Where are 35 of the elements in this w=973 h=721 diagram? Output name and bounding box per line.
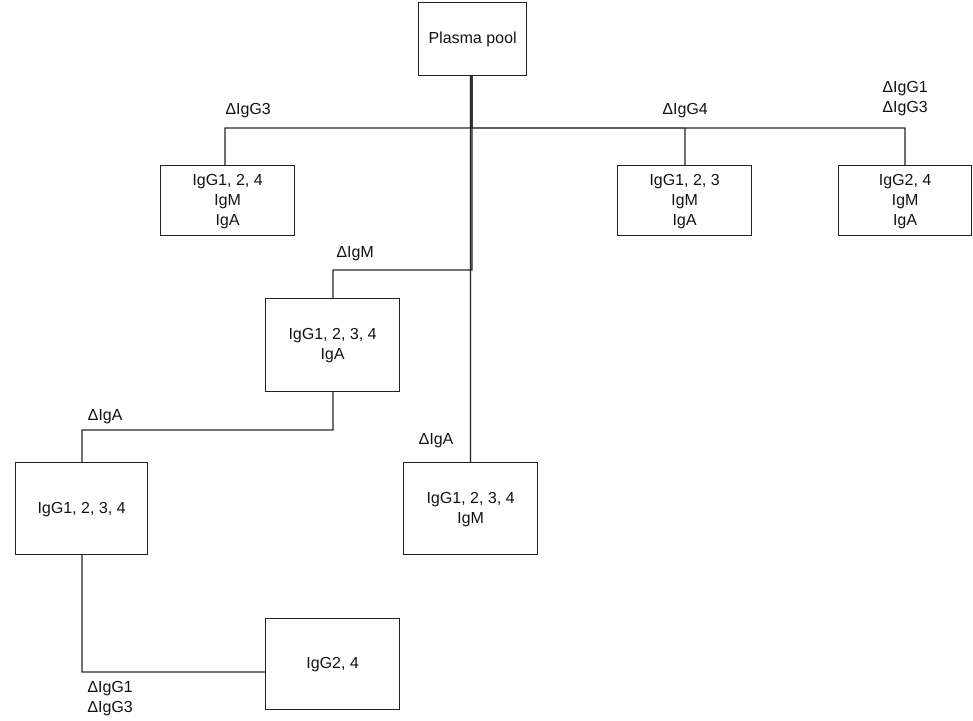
box-text: Plasma pool [428, 29, 517, 49]
box-text: IgM [671, 190, 698, 210]
box-text: IgA [892, 210, 917, 230]
edge-label: ΔIgG1 ΔIgG3 [882, 78, 928, 118]
box-text: IgA [215, 210, 240, 230]
box-text: IgG1, 2, 3, 4 [288, 325, 377, 345]
box-text: IgG1, 2, 4 [192, 170, 263, 190]
process-box [265, 618, 400, 710]
process-box [15, 462, 148, 555]
edge-label: ΔIgA [88, 406, 122, 426]
box-text: IgG2, 4 [878, 170, 932, 190]
box-text: IgG1, 2, 3, 4 [426, 488, 515, 508]
box-text: IgG1, 2, 3 [649, 170, 720, 190]
connector-line [81, 555, 265, 673]
connector-line [470, 76, 472, 462]
connector-line [81, 392, 334, 462]
edge-label: ΔIgM [336, 243, 374, 263]
process-box [265, 298, 400, 392]
box-text: IgG2, 4 [306, 654, 359, 674]
connector-line [332, 76, 473, 298]
box-text: IgA [672, 210, 696, 230]
process-box [838, 165, 972, 236]
process-box [617, 165, 752, 236]
edge-label: ΔIgA [418, 430, 454, 450]
edge-label: ΔIgG1 ΔIgG3 [87, 678, 133, 718]
process-box [160, 165, 295, 236]
process-box [418, 2, 527, 76]
edge-label: ΔIgG4 [662, 100, 708, 120]
box-text: IgM [457, 508, 484, 528]
box-text: IgA [320, 345, 344, 365]
box-text: IgM [892, 190, 918, 210]
process-box [403, 462, 538, 555]
box-text: IgG1, 2, 3, 4 [37, 498, 126, 518]
edge-label: ΔIgG3 [225, 100, 271, 120]
box-text: IgM [214, 190, 241, 210]
